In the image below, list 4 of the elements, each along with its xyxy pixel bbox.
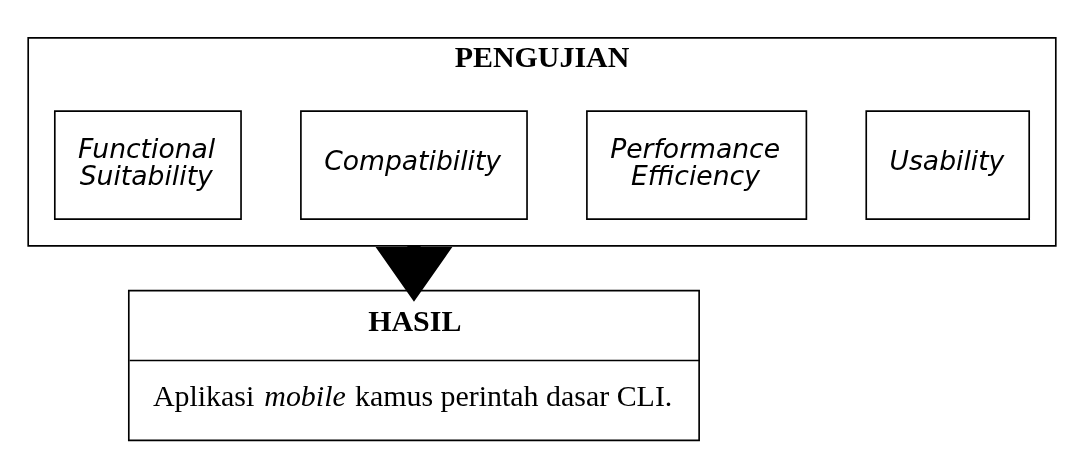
node-box: Compatibility [300,109,528,220]
node-box: Usability [865,109,1031,220]
node-box: Functional Suitability [53,109,242,220]
node-box: Performance Efficiency [586,109,808,220]
